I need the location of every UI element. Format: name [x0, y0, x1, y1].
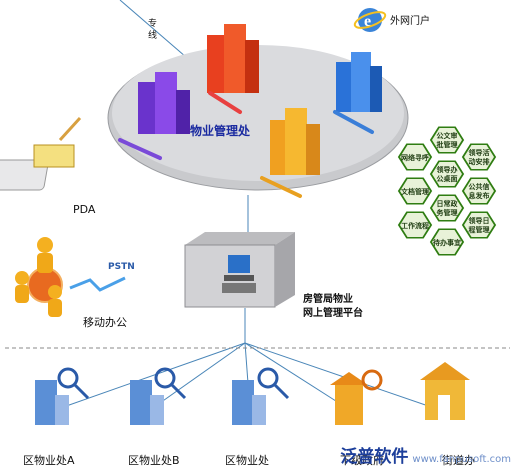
- building-red: [207, 24, 259, 93]
- bottom-node-label-0: 区物业处A: [23, 454, 75, 467]
- bottom-building-gov: [330, 369, 383, 425]
- hexagon-label-9-0: 待办事宜: [433, 238, 461, 247]
- hexagon-label-5-0: 公共信: [469, 182, 490, 191]
- pda-icon: [0, 116, 82, 191]
- hexagon-inner-7: [400, 213, 430, 237]
- pstn-label: PSTN: [108, 262, 135, 272]
- pda-label: PDA: [73, 203, 96, 216]
- hexagon-label-3-1: 公桌面: [437, 174, 458, 183]
- hexagon-label-8-1: 程管理: [469, 225, 490, 234]
- bottom-node-label-1: 区物业处B: [128, 454, 180, 467]
- server-icon: [184, 232, 295, 308]
- mobile-office-icon: [15, 237, 63, 317]
- pstn-signal-icon: [69, 276, 126, 292]
- hexagon-label-5-1: 息发布: [469, 191, 490, 200]
- hexagon-inner-9: [432, 230, 462, 254]
- hexagon-inner-3: [432, 162, 462, 186]
- building-orange: [270, 108, 320, 175]
- bottom-building-c: [232, 367, 290, 425]
- hexagon-label-3-0: 领导办: [437, 165, 458, 174]
- hexagon-inner-8: [464, 213, 494, 237]
- hexagon-label-0-1: 批管理: [437, 140, 458, 149]
- hexagon-label-2-0: 领导活: [469, 148, 490, 157]
- mobile-office-label: 移动办公: [83, 316, 127, 329]
- hexagon-inner-2: [464, 145, 494, 169]
- watermark-brand: 泛普软件: [340, 447, 409, 467]
- hexagon-inner-6: [432, 196, 462, 220]
- building-blue: [336, 52, 382, 112]
- svg-text:e: e: [364, 13, 371, 30]
- bottom-node-label-4: 街道办: [442, 454, 475, 467]
- central-disc-top: [112, 45, 404, 181]
- hexagon-label-0-0: 公文审: [437, 131, 458, 140]
- pencils: [118, 91, 374, 198]
- hexagon-inner-1: [400, 145, 430, 169]
- hexagon-label-1-0: 网络寻呼: [401, 153, 429, 162]
- bottom-node-label-2: 区物业处: [225, 454, 269, 467]
- ie-logo-icon: e: [353, 8, 387, 32]
- hexagon-label-4-0: 文档管理: [401, 187, 429, 196]
- hexagon-inner-4: [400, 179, 430, 203]
- hexagon-inner-0: [432, 128, 462, 152]
- bottom-building-street: [420, 362, 470, 420]
- hexagon-label-6-1: 务管理: [437, 208, 458, 217]
- external-portal-label: 外网门户: [390, 16, 430, 27]
- bottom-building-a: [35, 367, 90, 425]
- server-label-line2: 网上管理平台: [303, 308, 363, 319]
- hexagon-label-8-0: 领导日: [469, 216, 490, 225]
- hexagon-label-2-1: 动安排: [469, 157, 490, 166]
- bottom-node-label-3: 下级政府: [340, 454, 384, 467]
- server-label-line1: 房管局物业: [303, 294, 353, 305]
- watermark-site: www.fanpusoft.com: [412, 454, 511, 465]
- dedicated-line-label: 专线: [148, 19, 158, 41]
- building-purple: [138, 72, 190, 134]
- hexagon-label-7-0: 工作流程: [401, 221, 429, 230]
- hexagon-inner-5: [464, 179, 494, 203]
- bottom-building-b: [130, 367, 187, 425]
- hexagon-label-6-0: 日常政: [437, 199, 459, 208]
- center-title-label: 物业管理处: [190, 124, 251, 138]
